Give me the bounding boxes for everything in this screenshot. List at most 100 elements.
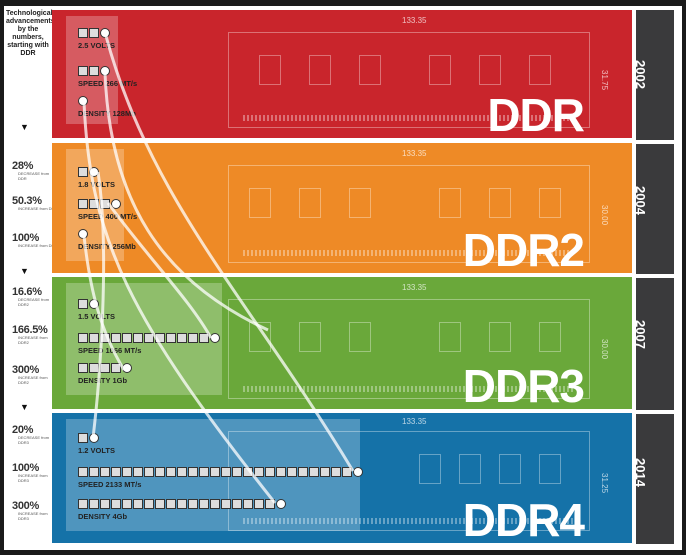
metric-box xyxy=(221,499,231,509)
band-ddr: 133.35 31.75 2.5 VOLTS SPEED 266 MT/s DE… xyxy=(52,10,632,138)
stat-percent: 28% xyxy=(12,160,34,172)
metric-box xyxy=(188,333,198,343)
volts-node xyxy=(89,167,99,177)
volts-label: 1.5 VOLTS xyxy=(78,312,115,321)
metric-box xyxy=(89,363,99,373)
metric-box xyxy=(243,467,253,477)
metric-box xyxy=(89,467,99,477)
down-arrow-icon: ▼ xyxy=(20,122,29,132)
stat-ddr4-speed: 100% INCREASE from DDR3 xyxy=(12,462,52,486)
metric-box xyxy=(276,467,286,477)
metric-box xyxy=(331,467,341,477)
stat-caption: INCREASE from DDR3 xyxy=(18,511,48,521)
metric-box xyxy=(210,467,220,477)
module-length-label: 133.35 xyxy=(402,149,427,158)
metric-box xyxy=(144,499,154,509)
metric-box xyxy=(199,499,209,509)
speed-label: SPEED 1066 MT/s xyxy=(78,346,142,355)
metric-box xyxy=(188,467,198,477)
volts-label: 2.5 VOLTS xyxy=(78,41,115,50)
metric-box xyxy=(287,467,297,477)
band-ddr4: 133.35 31.25 1.2 VOLTS SPEED 2133 MT/s D… xyxy=(52,413,632,543)
density-label: DENSITY 1Gb xyxy=(78,376,128,385)
metric-box xyxy=(155,467,165,477)
generation-title: DDR4 xyxy=(462,494,585,543)
stat-caption: DECREASE from DDR2 xyxy=(18,297,50,307)
speed-node xyxy=(111,199,121,209)
volts-node xyxy=(89,299,99,309)
module-length-label: 133.35 xyxy=(402,283,427,292)
generation-title: DDR xyxy=(487,89,585,138)
year-label: 2002 xyxy=(633,60,648,89)
down-arrow-icon: ▼ xyxy=(20,266,29,276)
metric-box xyxy=(232,499,242,509)
year-label: 2014 xyxy=(633,458,648,487)
stat-ddr2-speed: 50.3% INCREASE from DDR xyxy=(12,195,57,219)
module-length-label: 133.35 xyxy=(402,16,427,25)
stat-ddr4-volts: 20% DECREASE from DDR3 xyxy=(12,424,52,448)
metric-box xyxy=(89,499,99,509)
density-label: DENSITY 128Mb xyxy=(78,109,136,118)
metric-box xyxy=(100,499,110,509)
metric-box xyxy=(78,467,88,477)
metric-box xyxy=(111,333,121,343)
metric-box xyxy=(111,363,121,373)
module-length-label: 133.35 xyxy=(402,417,427,426)
stat-caption: INCREASE from DDR2 xyxy=(18,335,48,345)
metric-node xyxy=(353,467,363,477)
module-height-label: 31.25 xyxy=(600,473,609,494)
stat-percent: 100% xyxy=(12,232,39,244)
metric-box xyxy=(254,467,264,477)
sidebar: Technological advancements by the number… xyxy=(6,10,57,540)
stat-ddr4-density: 300% INCREASE from DDR3 xyxy=(12,500,52,524)
metric-box xyxy=(155,333,165,343)
metric-node xyxy=(122,363,132,373)
metric-box xyxy=(265,467,275,477)
year-ddr: 2002 xyxy=(633,10,674,140)
metric-box xyxy=(78,363,88,373)
stat-ddr3-volts: 16.6% DECREASE from DDR2 xyxy=(12,286,52,310)
metric-box xyxy=(155,499,165,509)
module-height-label: 30.00 xyxy=(600,205,609,226)
module-height-label: 31.75 xyxy=(600,70,609,91)
year-ddr3: 2007 xyxy=(633,278,674,408)
metric-box xyxy=(199,467,209,477)
stat-caption: INCREASE from DDR xyxy=(18,206,58,211)
metric-box xyxy=(265,499,275,509)
metric-box xyxy=(320,467,330,477)
intro-line: by the numbers, xyxy=(12,26,44,41)
metric-box xyxy=(133,467,143,477)
year-ddr4: 2014 xyxy=(633,414,674,544)
speed-label: SPEED 2133 MT/s xyxy=(78,480,142,489)
metric-box xyxy=(122,499,132,509)
metric-box xyxy=(177,467,187,477)
volts-node xyxy=(89,433,99,443)
metric-box xyxy=(232,467,242,477)
speed-node xyxy=(100,66,110,76)
metric-box xyxy=(78,333,88,343)
metric-box xyxy=(122,467,132,477)
stat-percent: 300% xyxy=(12,500,39,512)
metric-box xyxy=(177,333,187,343)
speed-label: SPEED 400 MT/s xyxy=(78,212,138,221)
generation-title: DDR2 xyxy=(462,224,585,273)
density-node xyxy=(78,96,88,106)
metric-box xyxy=(210,499,220,509)
density-node xyxy=(78,229,88,239)
metric-box xyxy=(243,499,253,509)
metric-box xyxy=(177,499,187,509)
metric-box xyxy=(166,467,176,477)
year-label: 2007 xyxy=(633,320,648,349)
down-arrow-icon: ▼ xyxy=(20,402,29,412)
stat-caption: INCREASE from DDR xyxy=(18,243,58,248)
metric-box xyxy=(122,333,132,343)
generation-title: DDR3 xyxy=(462,360,585,409)
year-strip: 2002 2004 2007 2014 xyxy=(633,10,674,544)
metric-box xyxy=(199,333,209,343)
stat-percent: 50.3% xyxy=(12,195,42,207)
stat-percent: 166.5% xyxy=(12,324,48,336)
year-ddr2: 2004 xyxy=(633,144,674,274)
intro-text: Technological advancements by the number… xyxy=(6,10,55,58)
intro-line: Technological advancements xyxy=(6,10,55,25)
stat-percent: 16.6% xyxy=(12,286,42,298)
